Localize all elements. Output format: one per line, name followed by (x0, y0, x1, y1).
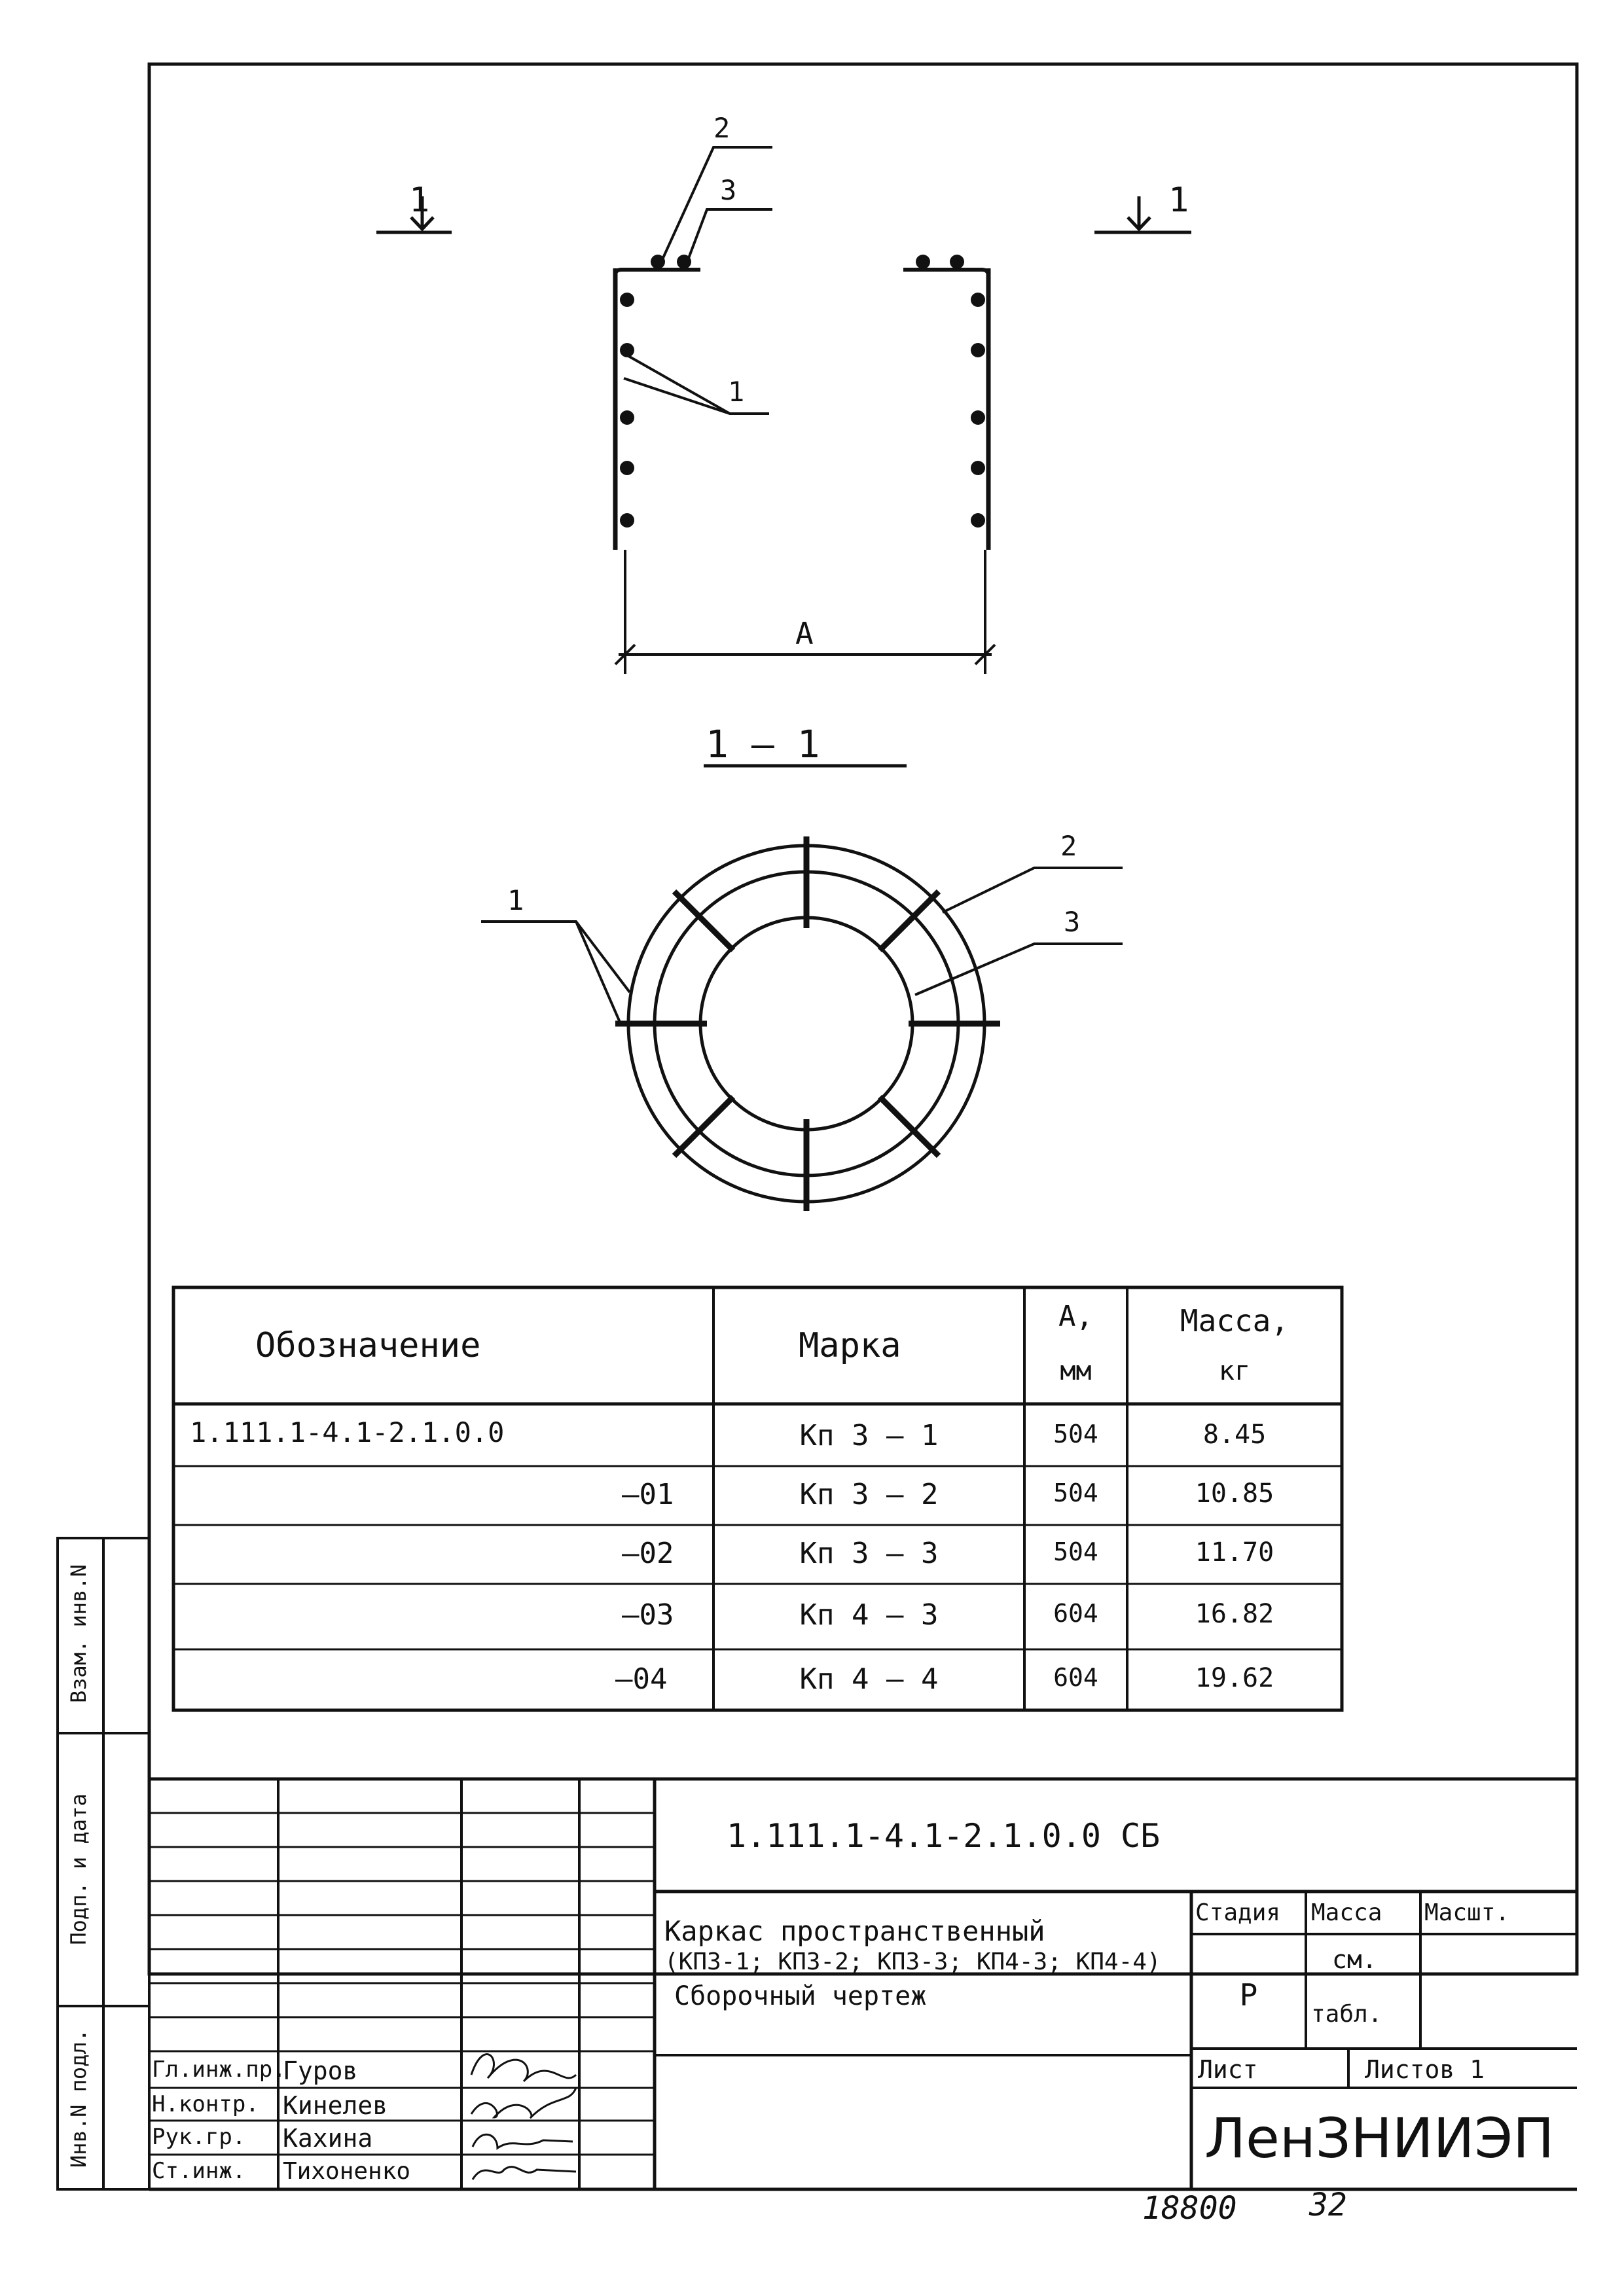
row-2-a: 504 (1053, 1479, 1098, 1507)
row-3-designation: —02 (622, 1537, 674, 1570)
row-4-a: 604 (1053, 1599, 1098, 1628)
section-title: 1 — 1 (706, 722, 820, 766)
title-block-grid (149, 1777, 1577, 2191)
rebar-dots-right (916, 255, 985, 528)
document-code: 1.111.1-4.1-2.1.0.0 СБ (727, 1817, 1161, 1855)
header-mass-unit: кг (1218, 1356, 1251, 1386)
row-4-designation: —03 (622, 1598, 674, 1632)
signature-1 (470, 2053, 577, 2083)
callout-1-section: 1 (507, 884, 524, 916)
mass-value-1: см. (1332, 1945, 1377, 1974)
spec-table-grid (171, 1285, 1344, 1712)
side-stamp-signature-date: Подп. и дата (66, 1793, 91, 1945)
row-1-mass: 8.45 (1202, 1420, 1267, 1450)
row-5-mass: 19.62 (1195, 1663, 1274, 1693)
title-line-2: (КП3-1; КП3-2; КП3-3; КП4-3; КП4-4) (664, 1948, 1161, 1975)
sheet-frame (147, 62, 1579, 1976)
header-a-unit: мм (1060, 1356, 1092, 1386)
header-mass: Масса, (1180, 1303, 1290, 1338)
callout-3-top: 3 (720, 174, 737, 206)
row-3-a: 504 (1053, 1537, 1098, 1566)
header-designation: Обозначение (255, 1326, 481, 1365)
row-1-a: 504 (1053, 1420, 1098, 1448)
row-1-mark: Кп 3 — 1 (799, 1419, 939, 1452)
side-stamp-inventory: Инв.N подл. (66, 2029, 91, 2168)
side-stamp-replacement: Взам. инв.N (66, 1564, 91, 1703)
mass-value-2: табл. (1311, 2001, 1382, 2028)
view-marker-left-label: 1 (409, 181, 430, 220)
sheets-label: Листов 1 (1365, 2055, 1485, 2084)
callout-1-top: 1 (728, 376, 745, 408)
view-marker-right-label: 1 (1168, 181, 1189, 220)
row-2-mark: Кп 3 — 2 (799, 1478, 939, 1511)
signature-4 (471, 2166, 577, 2180)
row-3-mass: 11.70 (1195, 1537, 1274, 1568)
sheet-label: Лист (1198, 2055, 1258, 2084)
title-line-1: Каркас пространственный (664, 1915, 1045, 1947)
mass-label: Масса (1311, 1899, 1382, 1926)
sig-name-2: Кинелев (283, 2091, 388, 2120)
sig-role-2: Н.контр. (152, 2091, 259, 2117)
assembly-side-view (376, 146, 1191, 674)
sig-name-3: Кахина (283, 2124, 373, 2153)
row-5-mark: Кп 4 — 4 (799, 1662, 939, 1696)
title-line-3: Сборочный чертеж (674, 1981, 927, 2011)
signature-scribbles (470, 2053, 577, 2180)
stage-value: Р (1239, 1977, 1258, 2013)
row-2-designation: —01 (622, 1478, 674, 1511)
scale-label: Масшт. (1424, 1899, 1510, 1926)
header-a: А, (1058, 1300, 1093, 1333)
callout-2-top: 2 (713, 112, 731, 144)
signature-3 (471, 2133, 573, 2150)
row-4-mass: 16.82 (1195, 1599, 1274, 1629)
row-5-a: 604 (1053, 1663, 1098, 1692)
sig-name-1: Гуров (283, 2056, 358, 2085)
signature-2 (470, 2087, 577, 2119)
stage-label: Стадия (1195, 1899, 1281, 1926)
organization-name: ЛенЗНИИЭП (1204, 2106, 1555, 2170)
dimension-label: А (795, 616, 814, 651)
sig-name-4: Тихоненко (283, 2158, 411, 2185)
row-1-designation: 1.111.1-4.1-2.1.0.0 (190, 1416, 505, 1448)
callout-2-section: 2 (1060, 830, 1077, 862)
row-5-designation: —04 (615, 1662, 668, 1696)
row-4-mark: Кп 4 — 3 (799, 1598, 939, 1632)
footer-number-right: 32 (1309, 2187, 1347, 2223)
side-stamp-grid (56, 1537, 151, 2191)
rebar-dots-left (620, 255, 691, 528)
sig-role-4: Ст.инж. (152, 2158, 246, 2184)
sig-role-3: Рук.гр. (152, 2124, 246, 2150)
row-2-mass: 10.85 (1195, 1479, 1274, 1509)
callout-3-section: 3 (1064, 906, 1081, 938)
row-3-mark: Кп 3 — 3 (799, 1537, 939, 1570)
header-mark: Марка (799, 1326, 901, 1365)
sig-role-1: Гл.инж.пр. (152, 2056, 286, 2083)
ring-section (481, 836, 1123, 1211)
footer-number-left: 18800 (1142, 2190, 1237, 2227)
